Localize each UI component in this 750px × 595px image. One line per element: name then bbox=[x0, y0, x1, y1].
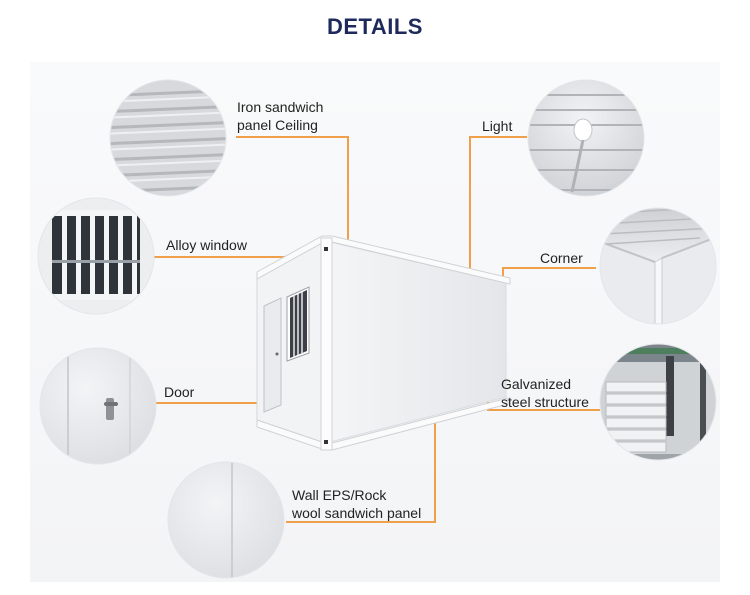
leader-line-corner bbox=[502, 267, 596, 294]
galvanized-detail-circle bbox=[599, 343, 717, 461]
label-wall-line1: Wall EPS/Rock bbox=[292, 487, 387, 503]
label-wall-line2: wool sandwich panel bbox=[292, 505, 422, 521]
container-corner-post bbox=[320, 237, 333, 451]
container-door bbox=[263, 297, 282, 413]
label-iron-ceiling-line1: Iron sandwich bbox=[237, 99, 324, 115]
page-title: DETAILS bbox=[327, 14, 423, 39]
ceiling-detail-circle bbox=[109, 79, 227, 197]
label-corner: Corner bbox=[540, 250, 583, 266]
wall-detail-circle bbox=[167, 461, 285, 579]
light-detail-circle bbox=[527, 79, 645, 197]
door-detail-circle bbox=[39, 347, 157, 465]
label-door: Door bbox=[164, 384, 195, 400]
corner-detail-circle bbox=[599, 207, 717, 325]
label-alloy-window: Alloy window bbox=[166, 237, 247, 253]
label-galvanized-line1: Galvanized bbox=[501, 376, 572, 392]
leader-line-light bbox=[469, 136, 527, 276]
container-window bbox=[286, 286, 310, 362]
leader-line-ceiling bbox=[236, 136, 349, 240]
leader-line-wall bbox=[286, 418, 436, 523]
label-galvanized-line2: steel structure bbox=[501, 394, 589, 410]
label-light: Light bbox=[482, 118, 513, 134]
label-iron-ceiling-line2: panel Ceiling bbox=[237, 117, 318, 133]
window-detail-circle bbox=[37, 197, 155, 315]
container-house bbox=[256, 235, 511, 451]
container-top-frame bbox=[256, 235, 511, 285]
